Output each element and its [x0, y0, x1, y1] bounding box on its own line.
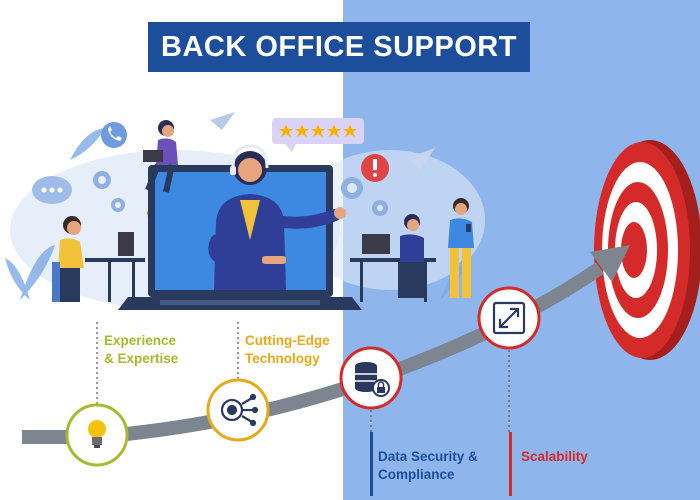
support-agent-illustration: [208, 144, 346, 290]
database-lock-icon: [355, 362, 390, 397]
milestone-technology: [206, 378, 270, 442]
chat-bubble-icon: [32, 176, 72, 204]
technology-label-line2: Technology: [245, 351, 320, 366]
security-label-line2: Compliance: [378, 467, 455, 482]
tech-gear-icon: [220, 393, 259, 427]
phone-icon: [101, 122, 127, 148]
technology-label: Cutting-Edge Technology: [245, 332, 330, 368]
page-title: BACK OFFICE SUPPORT: [161, 30, 517, 63]
rating-stars-icon: [272, 118, 364, 152]
experience-label-line1: Experience: [104, 333, 177, 348]
office-worker-illustration: [52, 216, 145, 302]
security-label-line1: Data Security &: [378, 449, 478, 464]
paper-plane-icon: [210, 112, 235, 130]
connector-lines: [96, 322, 510, 432]
expand-arrows-icon: [492, 301, 526, 335]
alert-icon: [361, 154, 389, 182]
paper-plane-icon: [408, 148, 435, 170]
laptop-illustration: [118, 165, 362, 310]
security-label: Data Security & Compliance: [378, 448, 478, 484]
title-banner: BACK OFFICE SUPPORT: [148, 22, 530, 72]
experience-label: Experience & Expertise: [104, 332, 178, 368]
standing-worker-illustration: [448, 198, 474, 298]
milestone-scalability: [477, 286, 541, 350]
gear-icon: [93, 171, 388, 216]
office-worker-illustration: [350, 214, 436, 302]
lightbulb-icon: [88, 420, 106, 448]
scalability-label: Scalability: [521, 448, 588, 466]
experience-label-line2: & Expertise: [104, 351, 179, 366]
milestone-security: [339, 346, 403, 410]
technology-label-line1: Cutting-Edge: [245, 333, 330, 348]
remote-worker-illustration: [143, 120, 178, 193]
security-accent-bar: [370, 432, 373, 496]
arrow-head-icon: [590, 245, 630, 282]
scalability-accent-bar: [509, 432, 512, 496]
milestone-experience: [65, 403, 129, 467]
target-icon: [594, 140, 700, 360]
scalability-label-line1: Scalability: [521, 449, 588, 464]
